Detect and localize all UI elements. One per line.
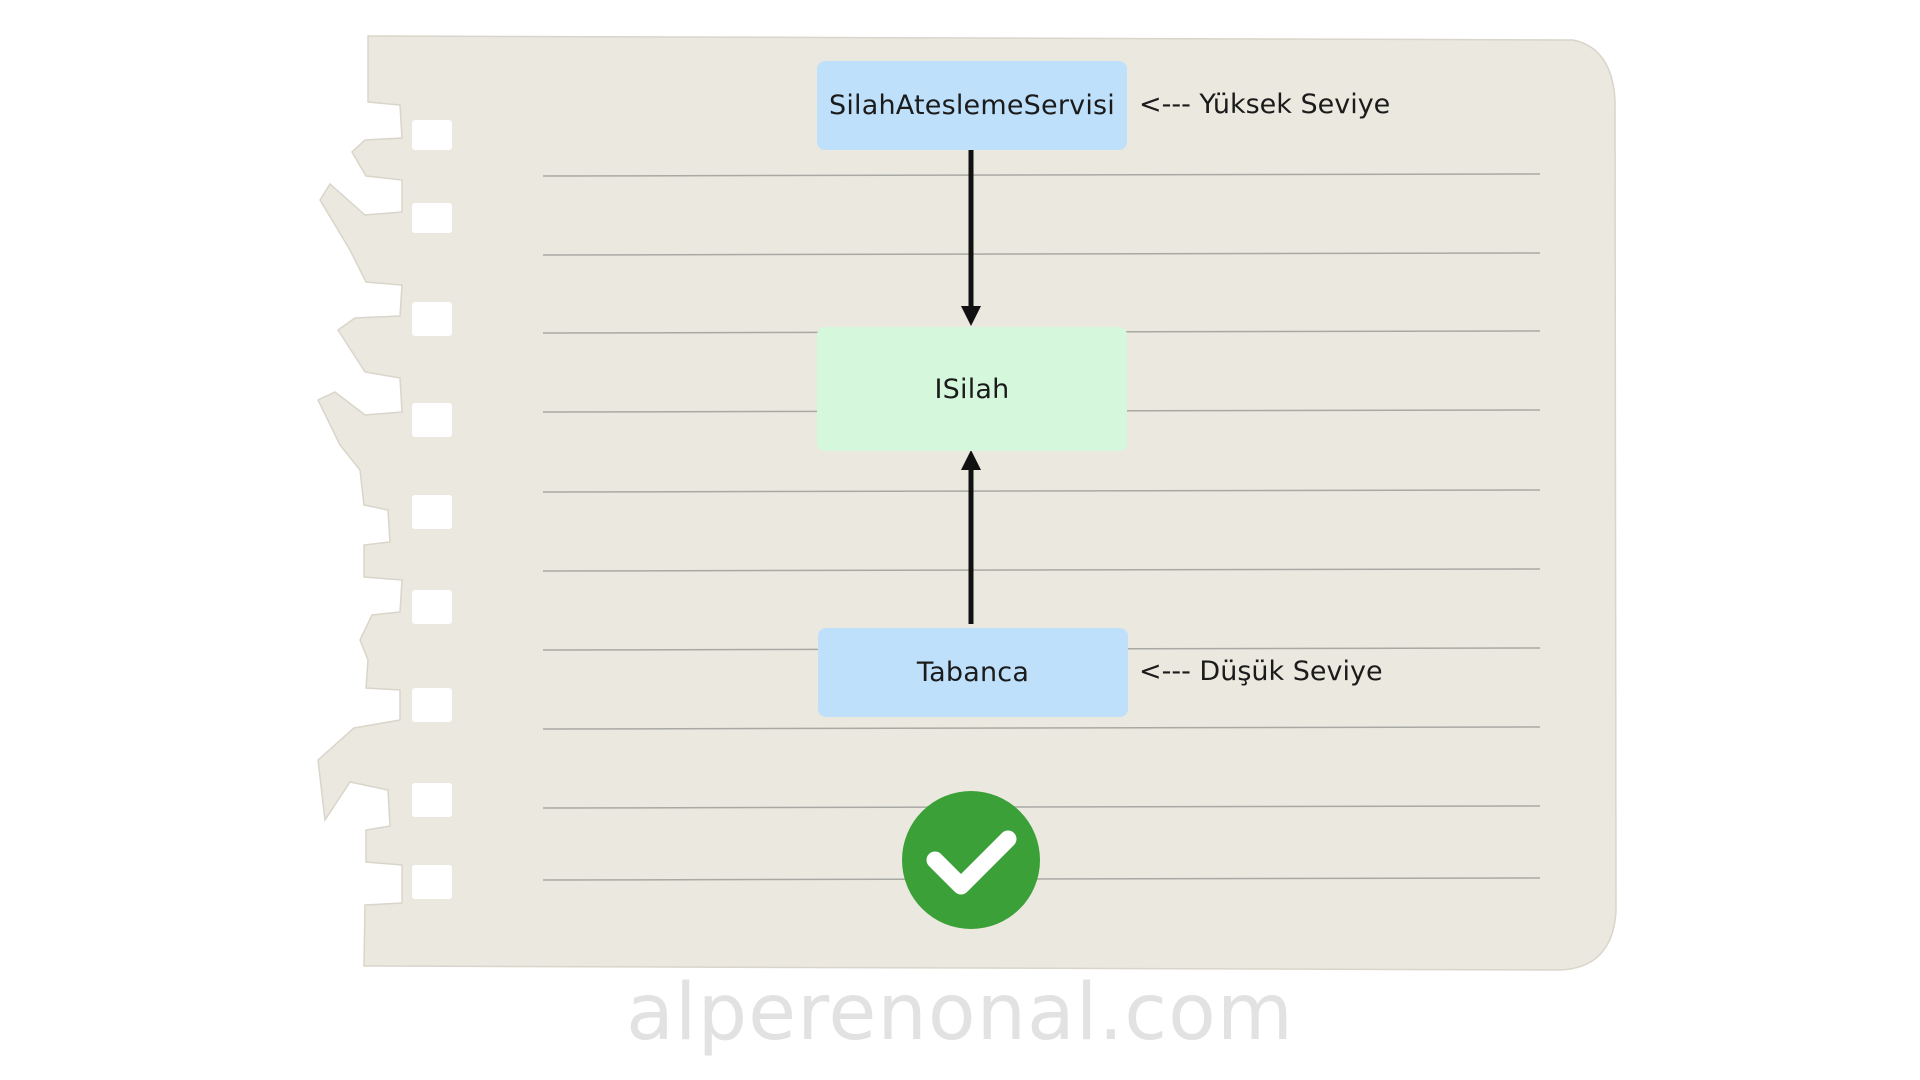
watermark: alperenonal.com	[626, 968, 1294, 1058]
node-label-middle: ISilah	[934, 373, 1010, 405]
label-low-level: <--- Düşük Seviye	[1139, 656, 1383, 687]
paper-sheet	[316, 35, 1617, 971]
node-tabanca: Tabanca	[818, 628, 1128, 717]
check-icon	[902, 791, 1040, 929]
node-isilah-interface: ISilah	[817, 327, 1127, 451]
node-silah-atesleme-servisi: SilahAteslemeServisi	[817, 61, 1127, 150]
binder-holes	[412, 120, 452, 899]
label-high-level: <--- Yüksek Seviye	[1139, 89, 1391, 120]
node-label-top: SilahAteslemeServisi	[829, 90, 1115, 121]
node-label-bottom: Tabanca	[916, 657, 1030, 688]
